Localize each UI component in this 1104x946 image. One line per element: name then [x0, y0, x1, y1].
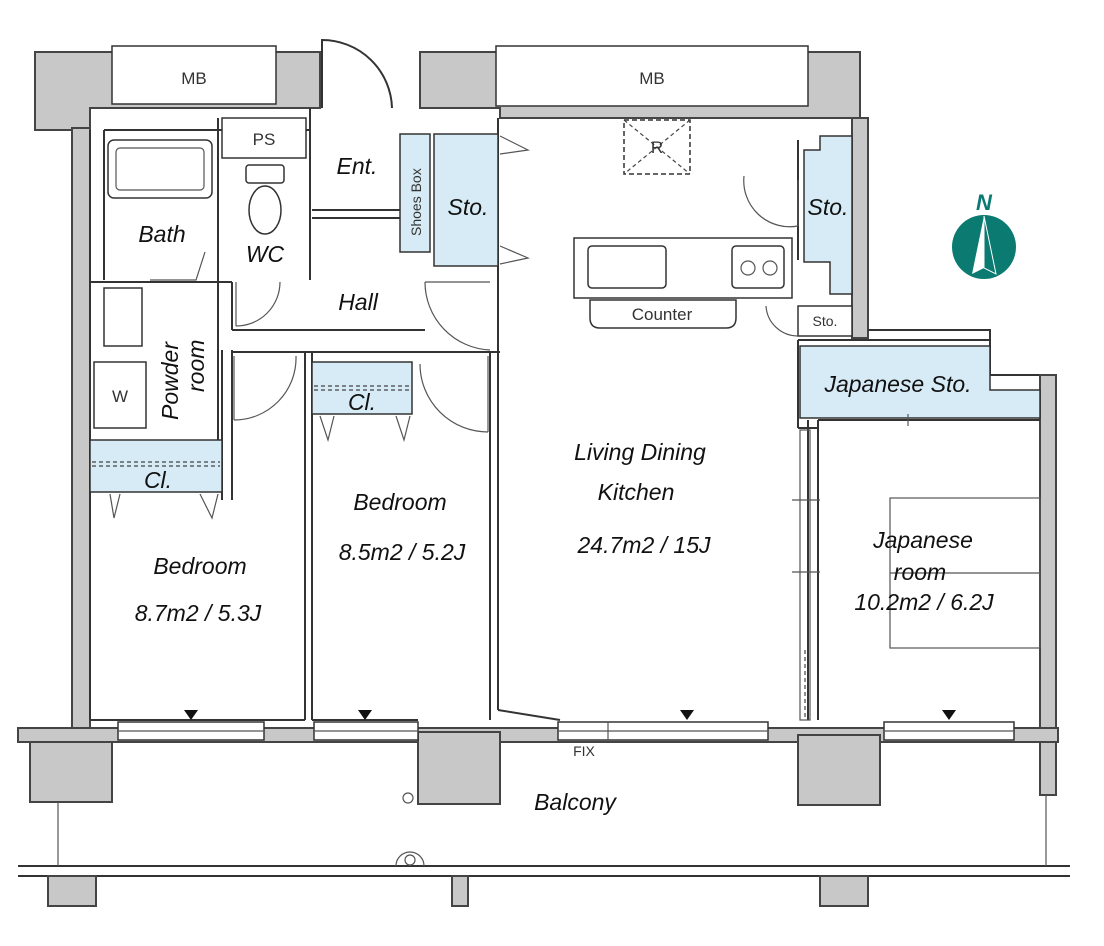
- japanese-storage[interactable]: [799, 345, 1041, 419]
- balcony-drain-arc: [395, 851, 425, 867]
- rail-post-2: [451, 875, 469, 907]
- hall-storage[interactable]: [433, 133, 499, 267]
- bedroom-mid-door[interactable]: [419, 356, 489, 433]
- fix-label: FIX: [573, 743, 595, 759]
- balcony-label: Balcony: [534, 789, 617, 815]
- column-3: [797, 734, 881, 806]
- window-marker-2: [358, 710, 372, 720]
- vanity: [103, 287, 143, 347]
- ps-box: [221, 117, 307, 159]
- north-compass: N: [952, 190, 1016, 279]
- window-marker-4: [942, 710, 956, 720]
- hall-label: Hall: [338, 289, 379, 315]
- sto-small-label: Sto.: [813, 313, 838, 329]
- hall-door[interactable]: [424, 281, 491, 351]
- windows: FIX: [117, 710, 1015, 759]
- japanese-room-name-1: Japanese: [872, 527, 973, 553]
- sto-kitchen-label: Sto.: [808, 194, 849, 220]
- bedroom-left-door[interactable]: [233, 355, 297, 421]
- rail-post-3: [819, 875, 869, 907]
- ldk-area: 24.7m2 / 15J: [577, 532, 711, 558]
- balcony-drain-inner: [404, 854, 416, 866]
- ldk-name-1: Living Dining: [574, 439, 706, 465]
- bathtub: [107, 139, 213, 199]
- japanese-room-name-2: room: [894, 559, 946, 585]
- north-label: N: [976, 190, 993, 215]
- burner-2: [762, 260, 778, 276]
- mb-left-label: MB: [181, 69, 207, 88]
- cl-mid-label: Cl.: [348, 389, 376, 415]
- ldk-name-2: Kitchen: [598, 479, 675, 505]
- bedroom-left-area: 8.7m2 / 5.3J: [135, 600, 262, 626]
- wc-label: WC: [246, 241, 285, 267]
- kitchen-storage[interactable]: [803, 135, 853, 295]
- bathtub-inner: [115, 147, 205, 191]
- burner-1: [740, 260, 756, 276]
- hall-storage-door-bottom[interactable]: [499, 245, 530, 265]
- small-storage[interactable]: [797, 305, 853, 337]
- stove: [731, 245, 785, 289]
- powder-room-label-1: Powder: [157, 341, 183, 420]
- ent-label: Ent.: [337, 153, 378, 179]
- column-2: [417, 731, 501, 805]
- bath-door[interactable]: [150, 251, 206, 281]
- refrigerator-label: R: [651, 138, 663, 157]
- wall-right-upper: [851, 117, 869, 339]
- counter-label: Counter: [632, 305, 693, 324]
- sliding-partition[interactable]: [799, 429, 811, 721]
- entrance-door[interactable]: [321, 38, 393, 109]
- sto-hall-label: Sto.: [448, 194, 489, 220]
- washer-label: W: [112, 387, 128, 406]
- interior-walls: [89, 108, 1040, 721]
- balcony-drain: [402, 792, 414, 804]
- washer: [93, 361, 147, 429]
- bedroom-left-name: Bedroom: [153, 553, 246, 579]
- small-storage-door[interactable]: [765, 305, 799, 337]
- compass-needle-shade: [983, 215, 997, 275]
- bath-label: Bath: [138, 221, 185, 247]
- toilet-bowl: [248, 185, 282, 235]
- wc-tank: [245, 164, 285, 184]
- kitchen-storage-door[interactable]: [743, 175, 799, 228]
- window-marker-3: [680, 710, 694, 720]
- bedroom-mid-area: 8.5m2 / 5.2J: [339, 539, 466, 565]
- counter-bar: [589, 299, 737, 329]
- column-1: [29, 741, 113, 803]
- mb-box-right: [495, 45, 809, 107]
- mb-box-left: [111, 45, 277, 105]
- japanese-room-area: 10.2m2 / 6.2J: [854, 589, 994, 615]
- window-marker-1: [184, 710, 198, 720]
- cl-left-label: Cl.: [144, 467, 172, 493]
- closet-mid[interactable]: [311, 361, 413, 415]
- powder-room-label-2: room: [183, 340, 209, 392]
- mb-right-label: MB: [639, 69, 665, 88]
- closet-left-door[interactable]: [109, 493, 219, 520]
- wall-left: [71, 127, 91, 729]
- hall-storage-door-top[interactable]: [499, 135, 530, 155]
- shoes-box[interactable]: [399, 133, 431, 253]
- bedroom-mid-name: Bedroom: [353, 489, 446, 515]
- rail-post-1: [47, 875, 97, 907]
- ps-label: PS: [253, 130, 276, 149]
- japanese-sto-label: Japanese Sto.: [823, 371, 971, 397]
- kitchen-sink: [587, 245, 667, 289]
- shoes-box-label: Shoes Box: [408, 168, 424, 236]
- wc-door[interactable]: [235, 281, 281, 327]
- closet-mid-door[interactable]: [319, 415, 411, 443]
